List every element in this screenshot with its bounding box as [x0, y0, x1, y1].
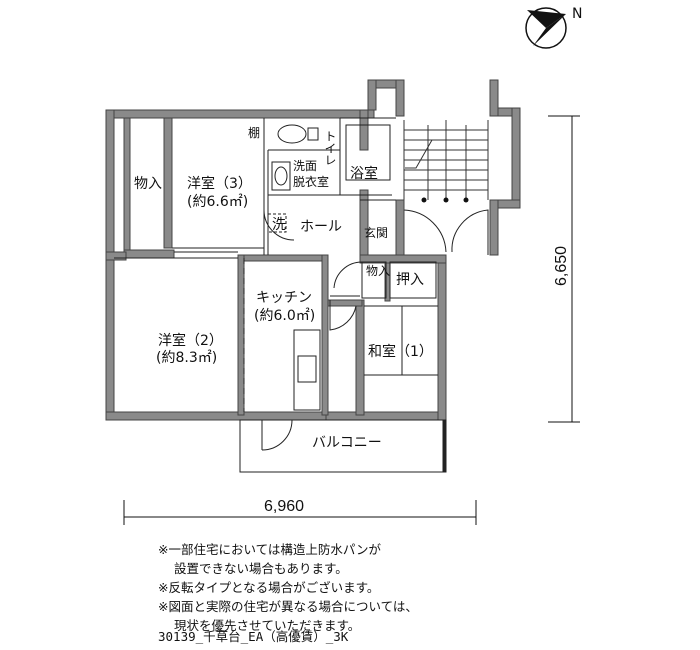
room-hall: ホール: [300, 219, 342, 235]
label-shelf: 棚: [248, 125, 260, 140]
interior-lines: [114, 117, 447, 473]
room-washroom-line1: 洗面: [293, 159, 317, 173]
compass-icon: [525, 7, 567, 49]
room-storage-west: 物入: [134, 176, 162, 192]
note-line: 設置できない場合もあります。: [174, 561, 348, 576]
stair-core: [367, 79, 521, 261]
room-western3-area: (約6.6㎡): [187, 194, 248, 210]
room-storage-small: 物入: [366, 264, 390, 278]
notes: ※一部住宅においては構造上防水パンが 設置できない場合もあります。 ※反転タイプ…: [158, 540, 418, 635]
dimension-depth: 6,650: [553, 246, 570, 286]
compass-north-label: N: [572, 6, 582, 22]
room-entrance: 玄関: [364, 225, 388, 240]
room-washroom-line2: 脱衣室: [293, 174, 329, 189]
dimension-width: 6,960: [264, 498, 304, 515]
room-balcony: バルコニー: [312, 435, 382, 451]
label-washer: 洗: [272, 217, 286, 233]
note-line: ※一部住宅においては構造上防水パンが: [158, 542, 381, 557]
room-western2-name: 洋室（2）: [158, 332, 223, 349]
plan-code: 30139_千草台_EA（高優賃）_3K: [158, 629, 349, 644]
room-kitchen-name: キッチン: [256, 290, 312, 306]
room-western3-name: 洋室（3）: [187, 175, 252, 192]
exterior-walls: [105, 109, 447, 421]
room-toilet: トイレ: [323, 130, 337, 166]
dimension-lines: [123, 115, 580, 525]
room-bath: 浴室: [350, 165, 378, 182]
room-japanese1: 和室（1）: [368, 343, 433, 360]
room-closet: 押入: [396, 272, 424, 288]
note-line: ※反転タイプとなる場合がございます。: [158, 580, 380, 595]
room-kitchen-area: (約6.0㎡): [254, 308, 315, 324]
note-line: 現状を優先させていただきます。: [174, 618, 361, 633]
room-western2-area: (約8.3㎡): [156, 350, 217, 366]
note-line: ※図面と実際の住宅が異なる場合については、: [158, 599, 418, 614]
